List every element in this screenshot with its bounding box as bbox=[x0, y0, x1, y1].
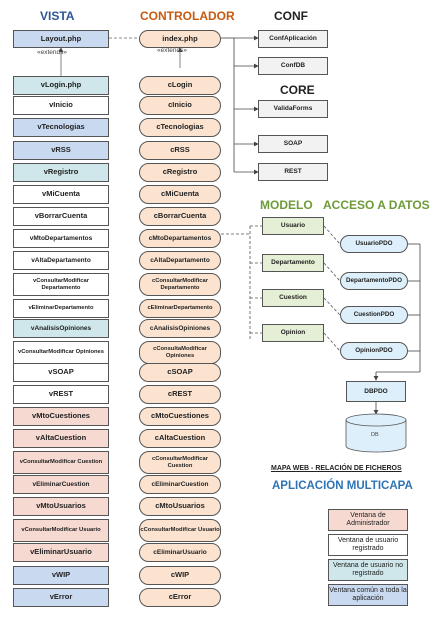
vista-box-16: vAltaCuestion bbox=[13, 429, 109, 448]
controller-box-2: cTecnologias bbox=[139, 118, 221, 137]
controller-box-6: cBorrarCuenta bbox=[139, 207, 221, 226]
controller-box-23: cError bbox=[139, 588, 221, 607]
conf-header: CONF bbox=[274, 9, 308, 23]
dbpdo-box: DBPDO bbox=[346, 381, 406, 402]
controller-box-15: cMtoCuestiones bbox=[139, 407, 221, 426]
vista-box-8: vAltaDepartamento bbox=[13, 251, 109, 270]
vista-box-4: vRegistro bbox=[13, 163, 109, 182]
legend-common: Ventana común a toda la aplicación bbox=[328, 584, 408, 606]
rest-box: REST bbox=[258, 163, 328, 181]
vista-box-20: vConsultarModificar Usuario bbox=[13, 519, 109, 542]
vista-header: VISTA bbox=[40, 9, 75, 23]
controller-box-10: cEliminarDepartamento bbox=[139, 299, 221, 318]
caption-line1: MAPA WEB - RELACIÓN DE FICHEROS bbox=[271, 465, 402, 472]
controller-box-12: cConsultaModificar Opiniones bbox=[139, 341, 221, 364]
controller-extends-label: «extends» bbox=[157, 47, 187, 54]
controller-box-21: cEliminarUsuario bbox=[139, 543, 221, 562]
controller-box-7: cMtoDepartamentos bbox=[139, 229, 221, 248]
db-label: DB bbox=[371, 432, 379, 438]
cuestion-pdo-box: CuestionPDO bbox=[340, 306, 408, 324]
vista-box-2: vTecnologias bbox=[13, 118, 109, 137]
controller-box-13: cSOAP bbox=[139, 363, 221, 382]
controller-box-9: cConsultarModificar Departamento bbox=[139, 273, 221, 296]
vista-box-17: vConsultarModificar Cuestion bbox=[13, 451, 109, 474]
legend-admin: Ventana de Administrador bbox=[328, 509, 408, 531]
vista-box-11: vAnalisisOpiniones bbox=[13, 319, 109, 338]
vista-box-18: vEliminarCuestion bbox=[13, 475, 109, 494]
vista-box-9: vConsultarModificar Departamento bbox=[13, 273, 109, 296]
controller-box-20: cConsultarModificar Usuario bbox=[139, 519, 221, 542]
vista-box-22: vWIP bbox=[13, 566, 109, 585]
vista-box-19: vMtoUsuarios bbox=[13, 497, 109, 516]
vista-box-5: vMiCuenta bbox=[13, 185, 109, 204]
vista-box-1: vInicio bbox=[13, 96, 109, 115]
acceso-datos-header: ACCESO A DATOS bbox=[323, 198, 430, 212]
vista-box-3: vRSS bbox=[13, 141, 109, 160]
vista-box-15: vMtoCuestiones bbox=[13, 407, 109, 426]
model-usuario-box: Usuario bbox=[262, 217, 324, 235]
database-cylinder bbox=[345, 413, 407, 453]
vista-box-0: vLogin.php bbox=[13, 76, 109, 95]
soap-box: SOAP bbox=[258, 135, 328, 153]
controller-box-22: cWIP bbox=[139, 566, 221, 585]
controller-box-18: cEliminarCuestion bbox=[139, 475, 221, 494]
index-php-box: index.php bbox=[139, 30, 221, 48]
vista-extends-label: «extends» bbox=[37, 49, 67, 56]
caption-line2: APLICACIÓN MULTICAPA bbox=[272, 480, 413, 492]
controller-box-11: cAnalisisOpiniones bbox=[139, 319, 221, 338]
vista-box-10: vEliminarDepartamento bbox=[13, 299, 109, 318]
vista-box-7: vMtoDepartamentos bbox=[13, 229, 109, 248]
conf-aplicacion-box: ConfAplicación bbox=[258, 30, 328, 48]
vista-box-6: vBorrarCuenta bbox=[13, 207, 109, 226]
model-cuestion-box: Cuestion bbox=[262, 289, 324, 307]
controller-box-16: cAltaCuestion bbox=[139, 429, 221, 448]
vista-box-13: vSOAP bbox=[13, 363, 109, 382]
vista-box-12: vConsultarModificar Opiniones bbox=[13, 341, 109, 364]
usuario-pdo-box: UsuarioPDO bbox=[340, 235, 408, 253]
opinion-pdo-box: OpinionPDO bbox=[340, 342, 408, 360]
departamento-pdo-box: DepartamentoPDO bbox=[340, 272, 408, 290]
controller-box-0: cLogin bbox=[139, 76, 221, 95]
controlador-header: CONTROLADOR bbox=[140, 9, 235, 23]
controller-box-17: cConsultarModificar Cuestion bbox=[139, 451, 221, 474]
layout-php-box: Layout.php bbox=[13, 30, 109, 48]
model-departamento-box: Departamento bbox=[262, 254, 324, 272]
legend-registered: Ventana de usuario registrado bbox=[328, 534, 408, 556]
valida-forms-box: ValidaForms bbox=[258, 100, 328, 118]
vista-box-23: vError bbox=[13, 588, 109, 607]
vista-box-21: vEliminarUsuario bbox=[13, 543, 109, 562]
legend-unregistered: Ventana de usuario no registrado bbox=[328, 559, 408, 581]
controller-box-14: cREST bbox=[139, 385, 221, 404]
controller-box-8: cAltaDepartamento bbox=[139, 251, 221, 270]
controller-box-1: cInicio bbox=[139, 96, 221, 115]
controller-box-3: cRSS bbox=[139, 141, 221, 160]
conf-db-box: ConfDB bbox=[258, 57, 328, 75]
controller-box-4: cRegistro bbox=[139, 163, 221, 182]
controller-box-5: cMiCuenta bbox=[139, 185, 221, 204]
model-opinion-box: Opinion bbox=[262, 324, 324, 342]
vista-box-14: vREST bbox=[13, 385, 109, 404]
core-header: CORE bbox=[280, 83, 315, 97]
controller-box-19: cMtoUsuarios bbox=[139, 497, 221, 516]
modelo-header: MODELO bbox=[260, 198, 313, 212]
